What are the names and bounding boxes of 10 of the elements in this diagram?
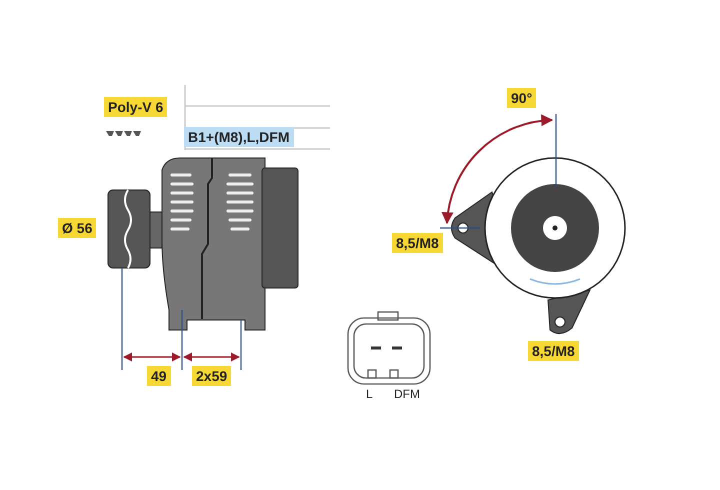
pin-label: L: [365, 386, 374, 403]
dimension-label: 8,5/M8: [528, 341, 579, 361]
dimension-label: Ø 56: [58, 218, 96, 238]
dimension-label: 8,5/M8: [392, 233, 443, 253]
pin-label: DFM: [393, 386, 421, 403]
dimension-label: 90°: [507, 88, 536, 108]
dimension-label: 2x59: [192, 366, 232, 386]
belt-type-label: Poly-V 6: [104, 97, 168, 117]
terminal-label: B1+(M8),L,DFM: [184, 127, 294, 147]
dimension-label: 49: [147, 366, 171, 386]
